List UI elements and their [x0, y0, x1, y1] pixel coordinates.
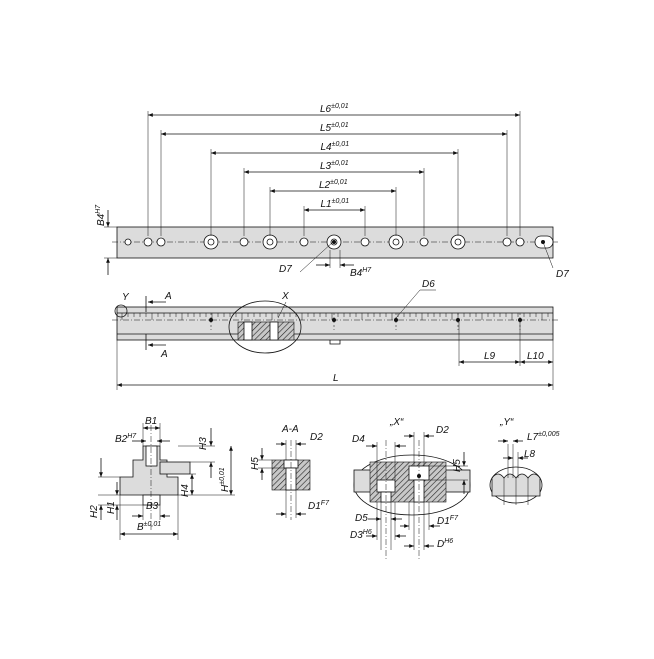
l10-label: L10	[527, 351, 544, 362]
rail-side-body	[116, 306, 554, 341]
top-view: L6±0,01L5±0,01L4±0,01L3±0,01L2±0,01L1±0,…	[95, 103, 569, 280]
y-l7-label: L7±0,005	[527, 431, 560, 443]
mounting-hole	[515, 237, 525, 247]
aa-h5-label: H5	[250, 457, 261, 470]
mounting-holes	[143, 234, 525, 250]
b4-left-label: B4H7	[95, 204, 107, 226]
mounting-hole	[360, 237, 370, 247]
d7-right-label: D7	[556, 269, 569, 280]
mounting-hole	[419, 237, 429, 247]
side-view-holes	[209, 313, 522, 330]
d6-label: D6	[422, 279, 435, 290]
detail-y-marker	[114, 304, 128, 318]
dimension-label-l4: L4±0,01	[321, 141, 350, 153]
section-a-top-label: A	[164, 291, 172, 302]
mounting-hole	[299, 237, 309, 247]
aa-d1-label: D1F7	[308, 500, 330, 512]
h-label: H±0,01	[219, 467, 231, 492]
x-label: X	[281, 291, 289, 302]
b1-label: B1	[145, 416, 157, 427]
mounting-hole	[239, 237, 249, 247]
center-pin	[332, 240, 336, 244]
mounting-hole-inner	[392, 238, 400, 246]
l-label: L	[333, 373, 339, 384]
x-d1-label: D1F7	[437, 515, 459, 527]
mounting-hole	[502, 237, 512, 247]
section-aa-title: A-A	[281, 424, 299, 435]
detail-y-title: „Y“	[499, 417, 514, 428]
dimension-label-l6: L6±0,01	[320, 103, 349, 115]
dimension-extension-lines	[147, 111, 521, 236]
x-h5-label: H5	[452, 459, 463, 472]
l9-label: L9	[484, 351, 496, 362]
cross-section-key	[159, 461, 191, 475]
mounting-hole-inner	[266, 238, 274, 246]
y-label: Y	[122, 292, 130, 303]
h1-label: H1	[106, 501, 117, 514]
h2-label: H2	[89, 505, 100, 518]
scale-ticks	[121, 313, 549, 320]
detail-y-view: „Y“ L7±0,005 L8	[489, 417, 560, 505]
section-aa-view: A-A D2 H5 D1F7	[250, 424, 330, 520]
detail-x-marker	[228, 300, 302, 354]
b-label: B±0,01	[137, 521, 161, 533]
dimension-label-l3: L3±0,01	[320, 160, 349, 172]
mounting-hole	[143, 237, 153, 247]
aa-d2-label: D2	[310, 432, 323, 443]
b3-label: B3	[146, 501, 159, 512]
detail-x-title: „X“	[389, 417, 404, 428]
dimension-label-l1: L1±0,01	[321, 198, 350, 210]
cross-section-view: B1 B2H7 H3 H±0,01 H4 H2 H1 B3	[89, 416, 235, 540]
top-dimensions: L6±0,01L5±0,01L4±0,01L3±0,01L2±0,01L1±0,…	[148, 103, 520, 212]
dimension-label-l5: L5±0,01	[320, 122, 349, 134]
dowel-hole-left	[124, 238, 132, 246]
h4-label: H4	[180, 484, 191, 497]
x-d4-label: D4	[352, 434, 365, 445]
x-d5-label: D5	[355, 513, 368, 524]
d7-left-label: D7	[279, 264, 292, 275]
detail-x-view: „X“ D4 D2 H5	[350, 417, 471, 560]
dimension-label-l2: L2±0,01	[319, 179, 348, 191]
mounting-hole	[156, 237, 166, 247]
mounting-hole-inner	[454, 238, 462, 246]
x-d3-label: D3H6	[350, 529, 372, 541]
h3-label: H3	[198, 437, 209, 450]
section-a-bottom-label: A	[160, 349, 168, 360]
b4-bottom-label: B4H7	[350, 267, 372, 279]
x-d-label: DH6	[437, 538, 453, 550]
x-d2-label: D2	[436, 425, 449, 436]
b2-label: B2H7	[115, 433, 137, 445]
y-l8-label: L8	[524, 449, 536, 460]
mounting-hole-inner	[207, 238, 215, 246]
side-view: Y A A X D6 L9 L10 L	[112, 279, 558, 390]
